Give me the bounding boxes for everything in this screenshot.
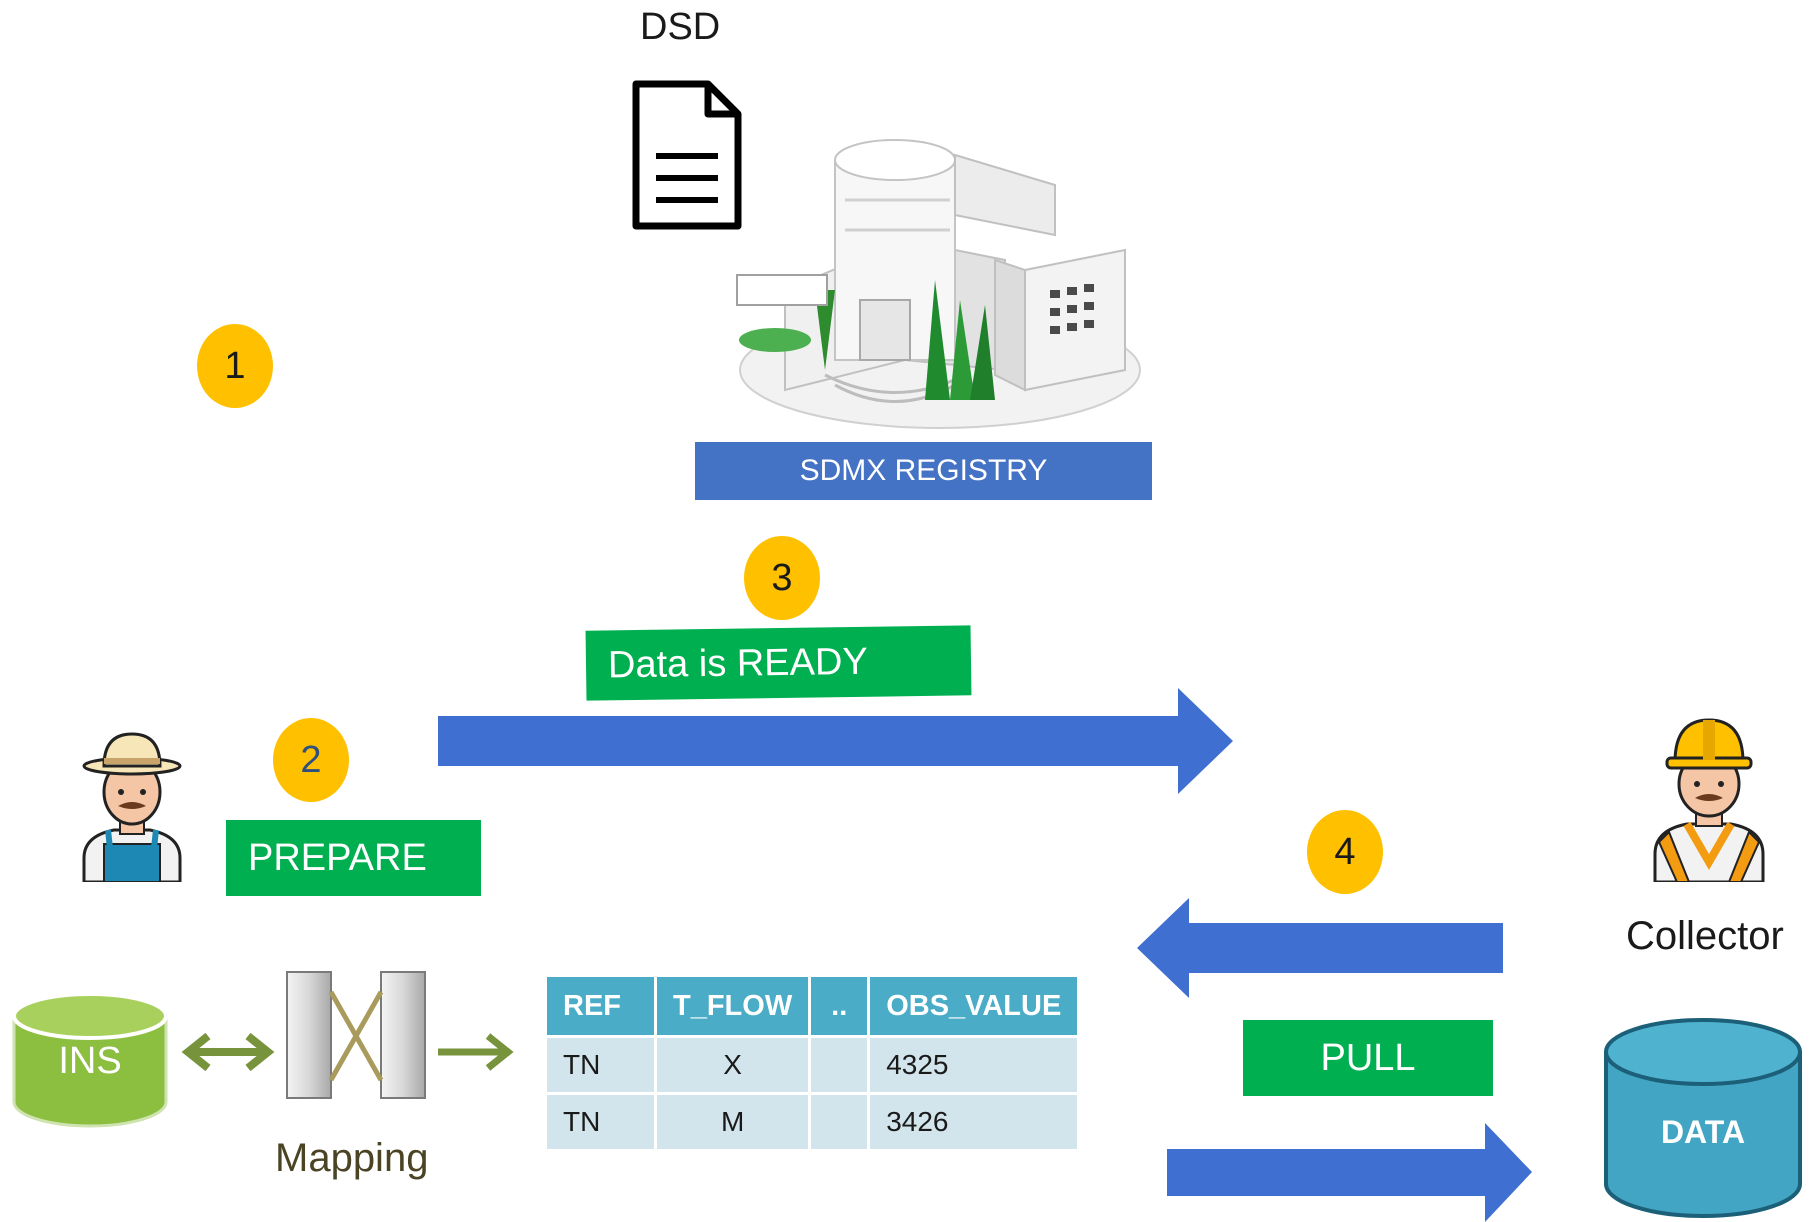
document-icon	[632, 80, 742, 230]
prepare-label: PREPARE	[226, 820, 481, 896]
step-badge-1: 1	[197, 324, 273, 408]
step-badge-4: 4	[1307, 810, 1383, 894]
data-database: DATA	[1602, 1014, 1804, 1220]
dsd-label: DSD	[640, 6, 721, 48]
table-cell: TN	[547, 1038, 654, 1092]
registry-building-icon	[736, 139, 1141, 429]
pull-label: PULL	[1243, 1020, 1493, 1096]
table-row: TN M 3426	[547, 1095, 1078, 1149]
ins-database: INS	[10, 990, 170, 1130]
step-number: 2	[300, 738, 322, 781]
step-badge-2: 2	[273, 718, 349, 802]
column-header: T_FLOW	[657, 977, 809, 1035]
arrow-left-icon	[1137, 898, 1503, 998]
mapping-label: Mapping	[275, 1136, 429, 1180]
data-label: DATA	[1660, 1114, 1746, 1150]
arrow-right-icon	[438, 688, 1233, 794]
arrow-right-data-icon	[1167, 1123, 1532, 1222]
table-cell: TN	[547, 1095, 654, 1149]
arrow-to-table-icon	[438, 1033, 514, 1071]
collector-avatar-icon	[1653, 718, 1765, 882]
step-badge-3: 3	[744, 536, 820, 620]
table-header-row: REF T_FLOW .. OBS_VALUE	[547, 977, 1078, 1035]
mapping-icon	[286, 971, 426, 1099]
table-cell: M	[657, 1095, 809, 1149]
table-cell	[811, 1038, 868, 1092]
table-cell: 4325	[870, 1038, 1078, 1092]
step-number: 1	[224, 344, 246, 387]
pull-text: PULL	[1320, 1036, 1416, 1079]
table-cell: X	[657, 1038, 809, 1092]
database-icon	[12, 992, 168, 1128]
bidirectional-arrow-icon	[181, 1032, 275, 1072]
prepare-text: PREPARE	[248, 836, 427, 879]
collector-label: Collector	[1626, 914, 1784, 958]
table-cell: 3426	[870, 1095, 1078, 1149]
table-cell	[811, 1095, 868, 1149]
column-header: OBS_VALUE	[870, 977, 1078, 1035]
table-row: TN X 4325	[547, 1038, 1078, 1092]
data-ready-text: Data is READY	[607, 640, 869, 686]
provider-avatar-icon	[82, 732, 182, 882]
step-number: 4	[1334, 830, 1356, 873]
data-table: REF T_FLOW .. OBS_VALUE TN X 4325 TN M 3…	[544, 974, 1080, 1152]
column-header: ..	[811, 977, 868, 1035]
sdmx-registry-label: SDMX REGISTRY	[799, 454, 1048, 487]
database-icon	[1604, 1018, 1802, 1218]
step-number: 3	[771, 556, 793, 599]
column-header: REF	[547, 977, 654, 1035]
sdmx-registry-bar: SDMX REGISTRY	[695, 442, 1152, 500]
ins-label: INS	[58, 1040, 122, 1082]
